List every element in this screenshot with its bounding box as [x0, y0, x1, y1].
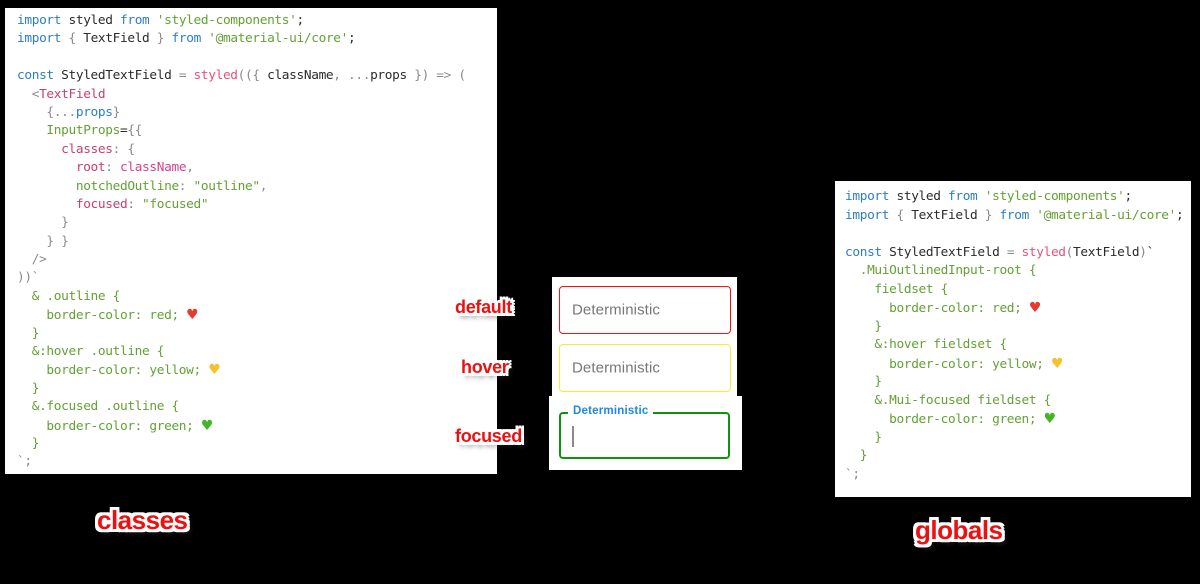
code-line: } — [845, 429, 882, 445]
code-line: border-color: red; ♥ — [17, 307, 199, 324]
code-line — [17, 49, 497, 67]
code-line: &.focused .outline { — [17, 399, 179, 415]
textfield-label-hover: Deterministic — [572, 359, 660, 377]
code-line: /> — [17, 252, 47, 268]
code-line: classes: { — [17, 141, 135, 157]
code-line: border-color: green; ♥ — [845, 411, 1056, 427]
code-line: } — [17, 325, 40, 341]
code-panel-globals: import styled from 'styled-components'; i… — [835, 181, 1191, 497]
code-line: <TextField — [17, 86, 106, 102]
code-panel-classes: import styled from 'styled-components'; i… — [5, 8, 497, 474]
textfield-floating-label: Deterministic — [568, 405, 654, 417]
code-line: import styled from 'styled-components'; — [845, 189, 1132, 204]
code-line: InputProps={{ — [17, 123, 143, 139]
code-line: border-color: yellow; ♥ — [17, 362, 221, 379]
code-line: {...props} — [17, 104, 120, 120]
code-line: import { TextField } from '@material-ui/… — [17, 31, 356, 47]
code-line: const StyledTextField = styled(({ classN… — [17, 68, 466, 84]
annotation-classes: classes — [97, 505, 188, 535]
code-line: & .outline { — [17, 288, 121, 304]
code-line: ))` — [17, 270, 40, 286]
text-cursor — [572, 426, 574, 447]
textfield-default-state[interactable]: Deterministic — [559, 286, 731, 334]
code-line: } — [17, 380, 40, 396]
code-line: } } — [17, 233, 69, 249]
code-block-classes: import styled from 'styled-components'; i… — [17, 12, 497, 472]
code-line: root: className, — [17, 160, 194, 176]
code-line: `; — [17, 454, 32, 470]
code-line: import { TextField } from '@material-ui/… — [845, 207, 1184, 223]
code-line: `; — [845, 466, 860, 482]
code-block-globals: import styled from 'styled-components'; i… — [845, 188, 1191, 484]
textfield-label-default: Deterministic — [572, 301, 660, 319]
textfield-hover-state[interactable]: Deterministic — [559, 344, 731, 392]
code-line: notchedOutline: "outline", — [17, 178, 268, 194]
code-line: } — [845, 318, 882, 334]
annotation-focused: focused — [455, 426, 522, 446]
code-line: border-color: yellow; ♥ — [845, 355, 1064, 372]
code-line: } — [17, 215, 69, 231]
code-line: .MuiOutlinedInput-root { — [845, 263, 1037, 278]
code-line: &:hover .outline { — [17, 344, 165, 360]
code-line: } — [845, 448, 868, 463]
code-line: &.Mui-focused fieldset { — [845, 392, 1051, 408]
code-line: const StyledTextField = styled(TextField… — [845, 244, 1154, 260]
code-line: border-color: red; ♥ — [845, 300, 1042, 316]
code-line — [845, 225, 1191, 244]
annotation-hover: hover — [461, 357, 509, 377]
annotation-globals: globals — [915, 515, 1003, 545]
annotation-default: default — [455, 297, 512, 317]
code-line: } — [17, 435, 40, 451]
code-line: border-color: green; ♥ — [17, 417, 214, 434]
code-line: &:hover fieldset { — [845, 337, 1007, 352]
code-line: focused: "focused" — [17, 196, 209, 212]
code-line: fieldset { — [845, 281, 948, 297]
code-line: } — [845, 374, 882, 389]
code-line: import styled from 'styled-components'; — [17, 13, 304, 28]
textfield-focused-state[interactable]: Deterministic — [559, 405, 730, 459]
